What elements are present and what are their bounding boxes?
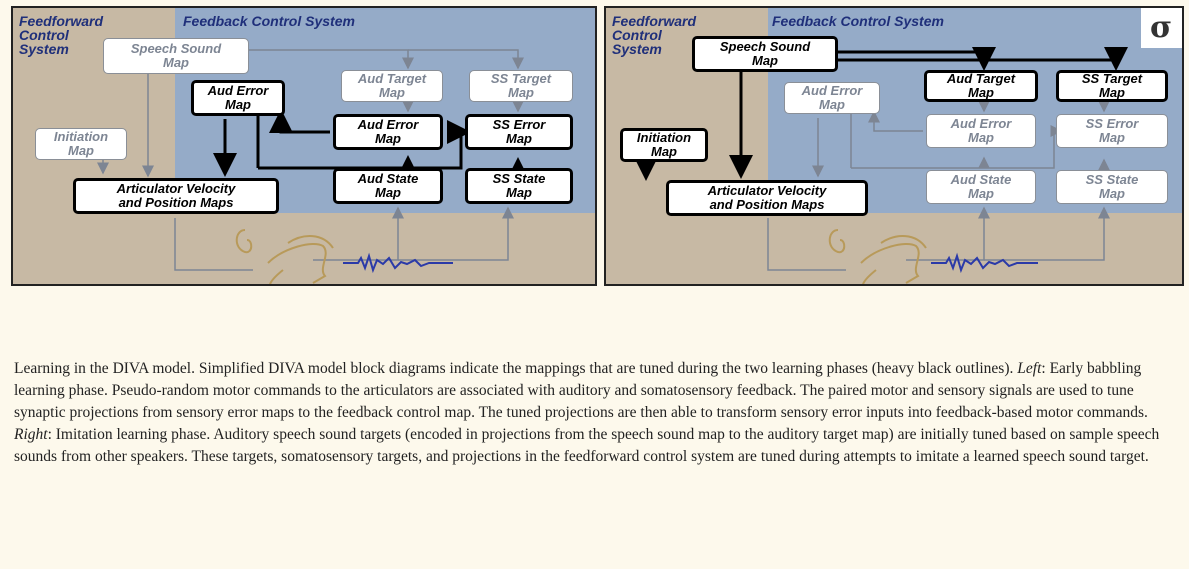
aud-state-map: Aud State Map xyxy=(333,168,443,204)
ss-state-map: SS State Map xyxy=(465,168,573,204)
light-connections xyxy=(97,49,524,271)
diagram-panel-left: Feedforward Control System Feedback Cont… xyxy=(11,6,597,286)
caption-text-1: Learning in the DIVA model. Simplified D… xyxy=(14,360,1018,377)
sound-waveform xyxy=(343,252,453,274)
aud-target-map: Aud Target Map xyxy=(924,70,1038,102)
aud-error-map: Aud Error Map xyxy=(926,114,1036,148)
aud-state-map: Aud State Map xyxy=(926,170,1036,204)
sound-waveform xyxy=(931,252,1038,274)
articulator-maps: Articulator Velocity and Position Maps xyxy=(73,178,279,214)
caption-left-label: Left xyxy=(1017,360,1042,377)
aud-error-map-left: Aud Error Map xyxy=(191,80,285,116)
heavy-connections xyxy=(213,109,530,181)
head-illustration xyxy=(828,229,927,284)
ss-error-map: SS Error Map xyxy=(465,114,573,150)
speech-sound-map: Speech Sound Map xyxy=(103,38,249,74)
diagram-panel-right: Feedforward Control System Feedback Cont… xyxy=(604,6,1184,286)
feedforward-label: Feedforward Control System xyxy=(612,13,697,57)
aud-error-map-left: Aud Error Map xyxy=(784,82,880,114)
ss-target-map: SS Target Map xyxy=(469,70,573,102)
ss-error-map: SS Error Map xyxy=(1056,114,1168,148)
ss-state-map: SS State Map xyxy=(1056,170,1168,204)
caption-text-3: : Imitation learning phase. Auditory spe… xyxy=(14,426,1160,465)
logo-backdrop xyxy=(1141,8,1182,48)
aud-target-map: Aud Target Map xyxy=(341,70,443,102)
feedforward-label: Feedforward Control System xyxy=(19,13,104,57)
caption-text-2: : Early babbling learning phase. Pseudo-… xyxy=(14,360,1148,421)
aud-error-map: Aud Error Map xyxy=(333,114,443,150)
feedback-label: Feedback Control System xyxy=(772,13,944,29)
feedback-label: Feedback Control System xyxy=(183,13,355,29)
figure-caption: Learning in the DIVA model. Simplified D… xyxy=(14,358,1174,468)
logo-icon: σ xyxy=(1150,10,1173,45)
initiation-map: Initiation Map xyxy=(620,128,708,162)
articulator-maps: Articulator Velocity and Position Maps xyxy=(666,180,868,216)
initiation-map: Initiation Map xyxy=(35,128,127,160)
heavy-connections xyxy=(634,47,1128,181)
caption-right-label: Right xyxy=(14,426,48,443)
head-illustration xyxy=(235,229,334,284)
ss-target-map: SS Target Map xyxy=(1056,70,1168,102)
speech-sound-map: Speech Sound Map xyxy=(692,36,838,72)
